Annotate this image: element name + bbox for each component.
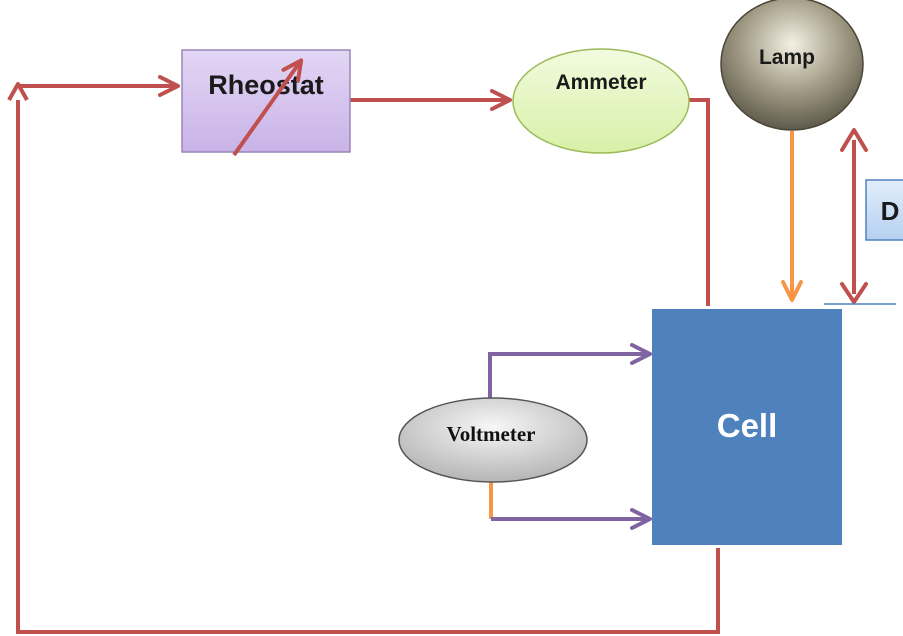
rheostat-label: Rheostat [208,70,324,100]
distance-label-box: D [865,179,903,241]
ammeter-label: Ammeter [555,71,646,94]
rheostat-slider-arrow [232,58,304,157]
ammeter: Ammeter [512,48,690,154]
voltmeter-label: Voltmeter [446,422,535,446]
distance-label: D [881,196,900,226]
distance-arrow [840,128,868,304]
circuit-corner-arrow [7,82,29,101]
cell: Cell [650,307,844,547]
circuit-wire [16,75,720,634]
voltmeter: Voltmeter [398,397,588,483]
cell-label: Cell [717,407,778,444]
rheostat: Rheostat [181,49,351,157]
voltmeter-wire [488,343,652,530]
lamp: Lamp [720,0,864,131]
lamp-label: Lamp [759,46,815,69]
